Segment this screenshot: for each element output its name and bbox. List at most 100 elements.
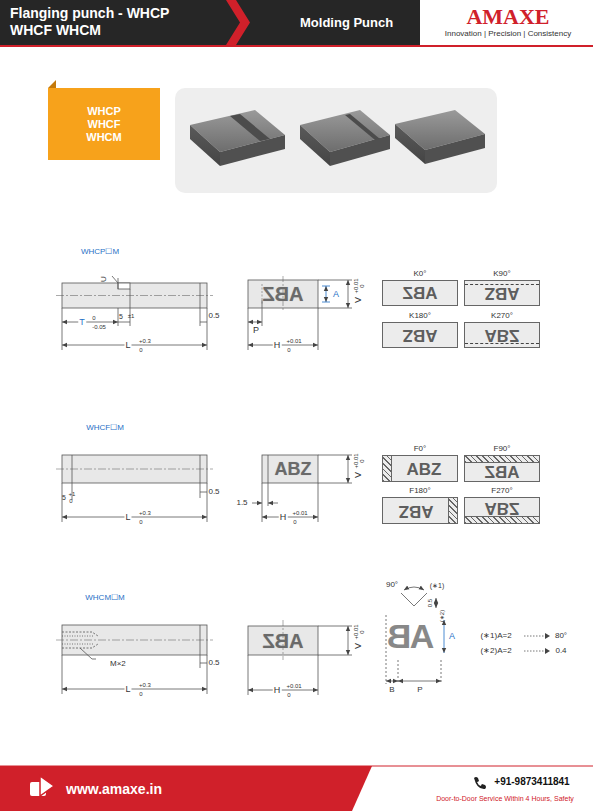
drawing-line bbox=[62, 636, 94, 637]
dimension-label: AMAXE bbox=[466, 6, 549, 28]
drawing-rect bbox=[0, 45, 593, 47]
orientation-code: F270° bbox=[465, 487, 539, 495]
drawing-path bbox=[62, 644, 98, 648]
dimension-label: WHCF☐M bbox=[86, 424, 124, 432]
dimension-label: 1.5 bbox=[236, 499, 247, 507]
drawing-line bbox=[262, 483, 263, 522]
drawing-line bbox=[318, 626, 352, 627]
orientation-box: K270°ABZ bbox=[464, 322, 540, 348]
series-code: WHCF bbox=[88, 119, 121, 130]
orientation-code: K90° bbox=[465, 270, 539, 278]
drawing-path bbox=[474, 777, 486, 789]
dimension-label: WHCP☐M bbox=[81, 248, 119, 256]
dimension-label: B bbox=[389, 686, 394, 694]
drawing-g bbox=[248, 620, 352, 695]
dimension-label: +0.01 bbox=[286, 338, 301, 344]
drawing-line bbox=[318, 308, 319, 350]
hatched-edge bbox=[383, 456, 392, 481]
drawing-line bbox=[348, 455, 349, 483]
drawing-rect bbox=[248, 626, 318, 655]
dimension-label: 0 bbox=[359, 284, 365, 287]
drawing-line bbox=[207, 483, 208, 522]
dimension-label: U bbox=[100, 276, 108, 282]
drawing-polygon bbox=[0, 766, 372, 811]
drawing-line bbox=[348, 626, 349, 655]
drawing-g bbox=[190, 110, 485, 166]
drawing-polygon bbox=[425, 134, 485, 164]
dimension-label: 0 bbox=[287, 347, 290, 353]
drawing-line bbox=[62, 517, 207, 518]
engraved-letters: ABZ bbox=[485, 499, 520, 516]
dimension-label: V bbox=[354, 471, 363, 479]
dimension-label: +0.01 bbox=[353, 278, 359, 293]
drawing-g bbox=[30, 776, 54, 796]
dimension-label: 0 bbox=[359, 459, 365, 462]
dimension-label: V bbox=[354, 642, 363, 650]
dimension-label: (∗1)A=2 bbox=[480, 632, 511, 640]
drawing-line bbox=[200, 492, 207, 493]
orientation-box: F0°ABZ bbox=[382, 455, 458, 482]
dimension-label: 0.5 bbox=[208, 312, 219, 320]
orientation-code: K180° bbox=[383, 312, 457, 320]
drawing-line bbox=[62, 308, 63, 350]
drawing-line bbox=[436, 598, 437, 608]
drawing-path bbox=[80, 648, 96, 659]
drawing-polygon bbox=[230, 114, 270, 141]
dimension-label: A bbox=[333, 290, 339, 299]
engraved-letters: ABZ bbox=[403, 327, 438, 344]
engraved-letters: ABZ bbox=[407, 460, 442, 477]
drawing-line bbox=[318, 655, 352, 656]
engraved-letters: ABZ bbox=[485, 285, 520, 302]
drawing-line bbox=[386, 681, 398, 682]
drawing-g bbox=[386, 587, 550, 684]
engraved-letters: ABZ bbox=[399, 502, 434, 519]
dimension-label: H bbox=[279, 513, 288, 522]
dimension-label: P bbox=[417, 686, 422, 694]
drawing-line bbox=[524, 651, 546, 652]
drawing-line bbox=[441, 660, 442, 684]
drawing-line bbox=[62, 689, 207, 690]
drawing-polygon bbox=[330, 135, 390, 166]
drawing-line bbox=[262, 517, 318, 518]
orientation-code: F180° bbox=[383, 487, 457, 495]
orientation-box: K0°ABZ bbox=[382, 280, 458, 306]
dimension-label: M×2 bbox=[110, 660, 126, 668]
drawing-line bbox=[62, 322, 118, 323]
drawing-line bbox=[268, 455, 269, 483]
dimension-label: 0.5 bbox=[427, 599, 433, 607]
dimension-label: 5 bbox=[119, 313, 123, 320]
drawing-line bbox=[326, 286, 327, 302]
dimension-label: 0.5 bbox=[208, 488, 219, 496]
dimension-label: 0 bbox=[139, 519, 142, 525]
drawing-line bbox=[118, 322, 130, 323]
drawing-line bbox=[62, 345, 207, 346]
dimension-label: +0.3 bbox=[139, 510, 151, 516]
engraved-letters: ABZ bbox=[485, 463, 520, 480]
hatched-edge bbox=[448, 498, 457, 523]
dimension-label: A bbox=[449, 632, 455, 641]
drawing-line bbox=[56, 295, 213, 296]
orientation-code: F90° bbox=[465, 445, 539, 453]
dimension-label: (∗2) bbox=[439, 610, 445, 622]
drawing-polygon bbox=[48, 80, 56, 88]
engraved-letters: ABZ bbox=[275, 460, 312, 478]
drawing-path bbox=[401, 593, 427, 606]
dimension-label: 0 bbox=[139, 691, 142, 697]
dimension-label: +91-9873411841 bbox=[494, 777, 569, 787]
dimension-label: www.amaxe.in bbox=[66, 782, 162, 796]
orientation-box: F180°ABZ bbox=[382, 497, 458, 524]
engraved-letters: ABZ bbox=[262, 284, 303, 304]
drawing-line bbox=[268, 483, 269, 506]
dimension-label: 0 bbox=[293, 519, 296, 525]
drawing-rect bbox=[175, 88, 497, 193]
dimension-label: 0 bbox=[359, 630, 365, 633]
series-code: WHCP bbox=[87, 106, 121, 117]
drawing-line bbox=[252, 503, 262, 504]
engraved-letters: ABZ bbox=[262, 631, 303, 651]
dimension-label: Door-to-Door Service Within 4 Hours, Saf… bbox=[436, 795, 574, 802]
series-code: WHCM bbox=[86, 132, 121, 143]
drawing-line bbox=[524, 636, 546, 637]
drawing-line bbox=[248, 308, 249, 350]
drawing-g bbox=[56, 276, 213, 350]
dimension-label: 0 bbox=[92, 315, 95, 321]
